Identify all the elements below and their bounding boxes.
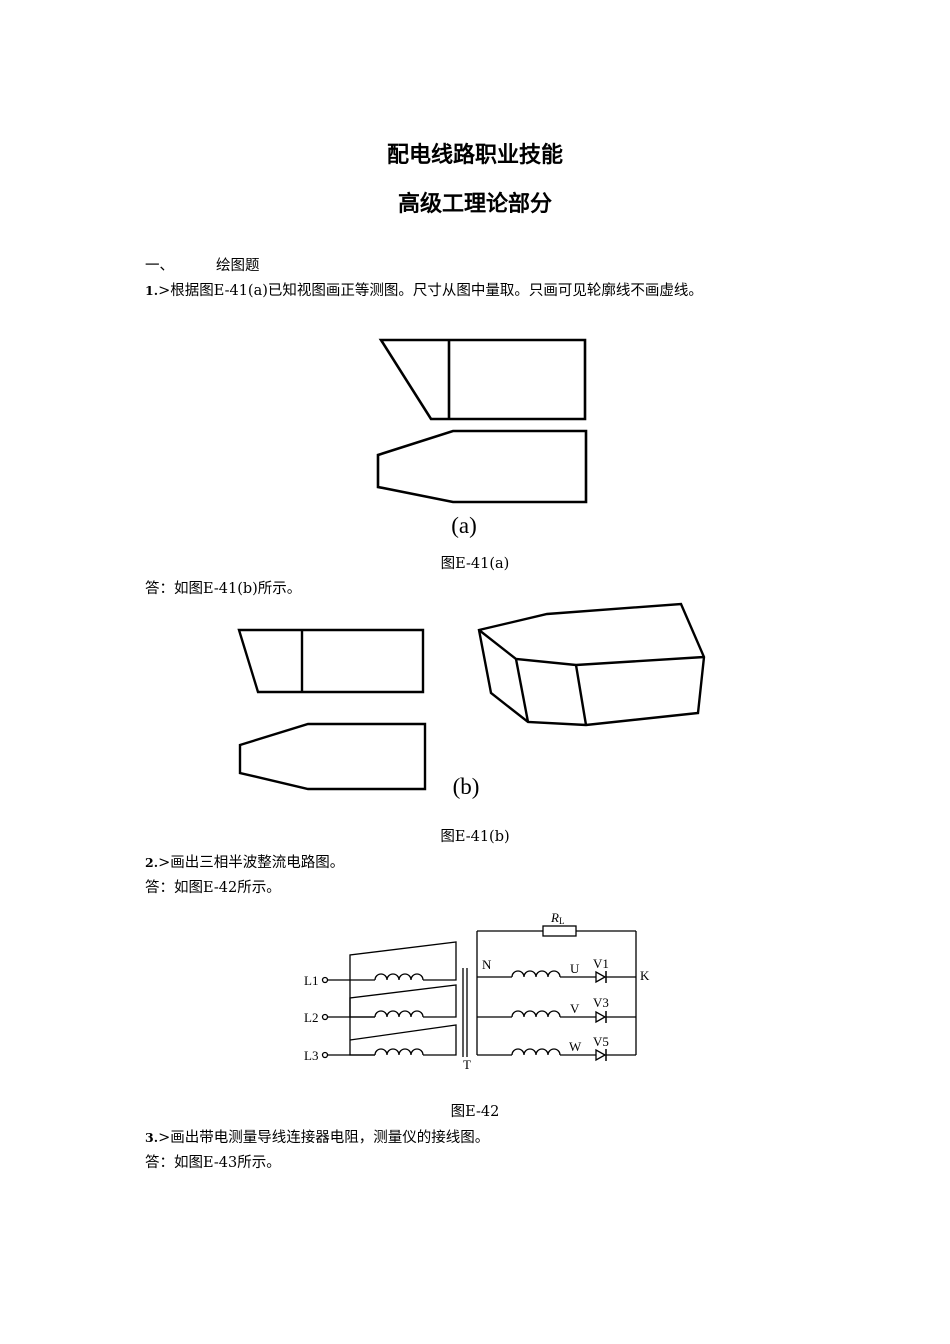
figure-a-label: (a)	[451, 513, 477, 538]
question-number: 3.	[145, 1130, 159, 1145]
page-subtitle: 高级工理论部分	[397, 192, 552, 217]
label-u: U	[570, 961, 580, 976]
question-3: 3.>画出带电测量导线连接器电阻，测量仪的接线图。	[145, 1126, 489, 1147]
figure-e42-circuit: L1 L2 L3 T N U V W V1 V3 V5 K RL	[304, 910, 650, 1072]
question-1: 1.>根据图E-41(a)已知视图画正等测图。尺寸从图中量取。只画可见轮廓线不画…	[145, 279, 703, 300]
isometric-outline	[477, 602, 706, 727]
front-view-outline	[376, 429, 588, 504]
label-t: T	[463, 1057, 471, 1072]
primary-coil-3	[374, 1048, 424, 1056]
label-sub-l: L	[559, 916, 565, 926]
question-2: 2.>画出三相半波整流电路图。	[145, 851, 344, 872]
page-title: 配电线路职业技能	[386, 143, 563, 168]
diode-v3	[595, 1010, 607, 1024]
label-v5: V5	[593, 1034, 609, 1049]
section-number: 一、	[145, 258, 174, 274]
isometric-edge-left	[514, 658, 530, 723]
question-number: 1.	[145, 283, 159, 298]
question-number: 2.	[145, 855, 159, 870]
top-view-outline	[237, 628, 425, 694]
label-v1: V1	[593, 956, 609, 971]
secondary-coil-v	[511, 1010, 561, 1018]
isometric-edge-mid	[574, 664, 588, 726]
diode-v1	[595, 970, 607, 984]
diode-v5	[595, 1048, 607, 1062]
primary-coil-2	[374, 1010, 424, 1018]
label-l2: L2	[304, 1010, 318, 1025]
label-k: K	[640, 968, 650, 983]
label-r: R	[550, 910, 559, 925]
label-w: W	[569, 1039, 582, 1054]
isometric-edge-top	[478, 629, 705, 667]
delta-connection	[349, 941, 457, 1018]
label-l3: L3	[304, 1048, 318, 1063]
question-text: >根据图E-41(a)已知视图画正等测图。尺寸从图中量取。只画可见轮廓线不画虚线…	[158, 283, 703, 299]
section-name: 绘图题	[216, 258, 260, 274]
section-heading: 一、 绘图题	[145, 254, 260, 275]
secondary-coil-w	[511, 1048, 561, 1056]
label-rl: RL	[550, 910, 564, 926]
load-resistor	[542, 925, 577, 937]
answer-3: 答：如图E-43所示。	[145, 1155, 281, 1171]
secondary-coil-u	[511, 970, 561, 978]
terminal-l2	[321, 1013, 329, 1021]
answer-2: 答：如图E-42所示。	[145, 880, 281, 896]
figure-e41b: (b)	[237, 602, 706, 799]
figure-e41a: (a)	[376, 338, 588, 538]
label-v: V	[570, 1001, 580, 1016]
label-n: N	[482, 957, 492, 972]
terminal-l1	[321, 976, 329, 984]
top-view-outline	[378, 338, 587, 421]
caption-e41a: 图E-41(a)	[440, 556, 510, 572]
label-v3: V3	[593, 995, 609, 1010]
question-text: >画出带电测量导线连接器电阻，测量仪的接线图。	[158, 1130, 490, 1146]
front-view-outline	[238, 722, 427, 791]
caption-e42: 图E-42	[450, 1104, 500, 1120]
terminal-l3	[321, 1051, 329, 1059]
question-text: >画出三相半波整流电路图。	[158, 855, 345, 871]
answer-1: 答：如图E-41(b)所示。	[145, 581, 302, 597]
primary-coil-1	[374, 973, 424, 981]
figure-b-label: (b)	[453, 774, 480, 799]
caption-e41b: 图E-41(b)	[440, 829, 510, 845]
label-l1: L1	[304, 973, 318, 988]
